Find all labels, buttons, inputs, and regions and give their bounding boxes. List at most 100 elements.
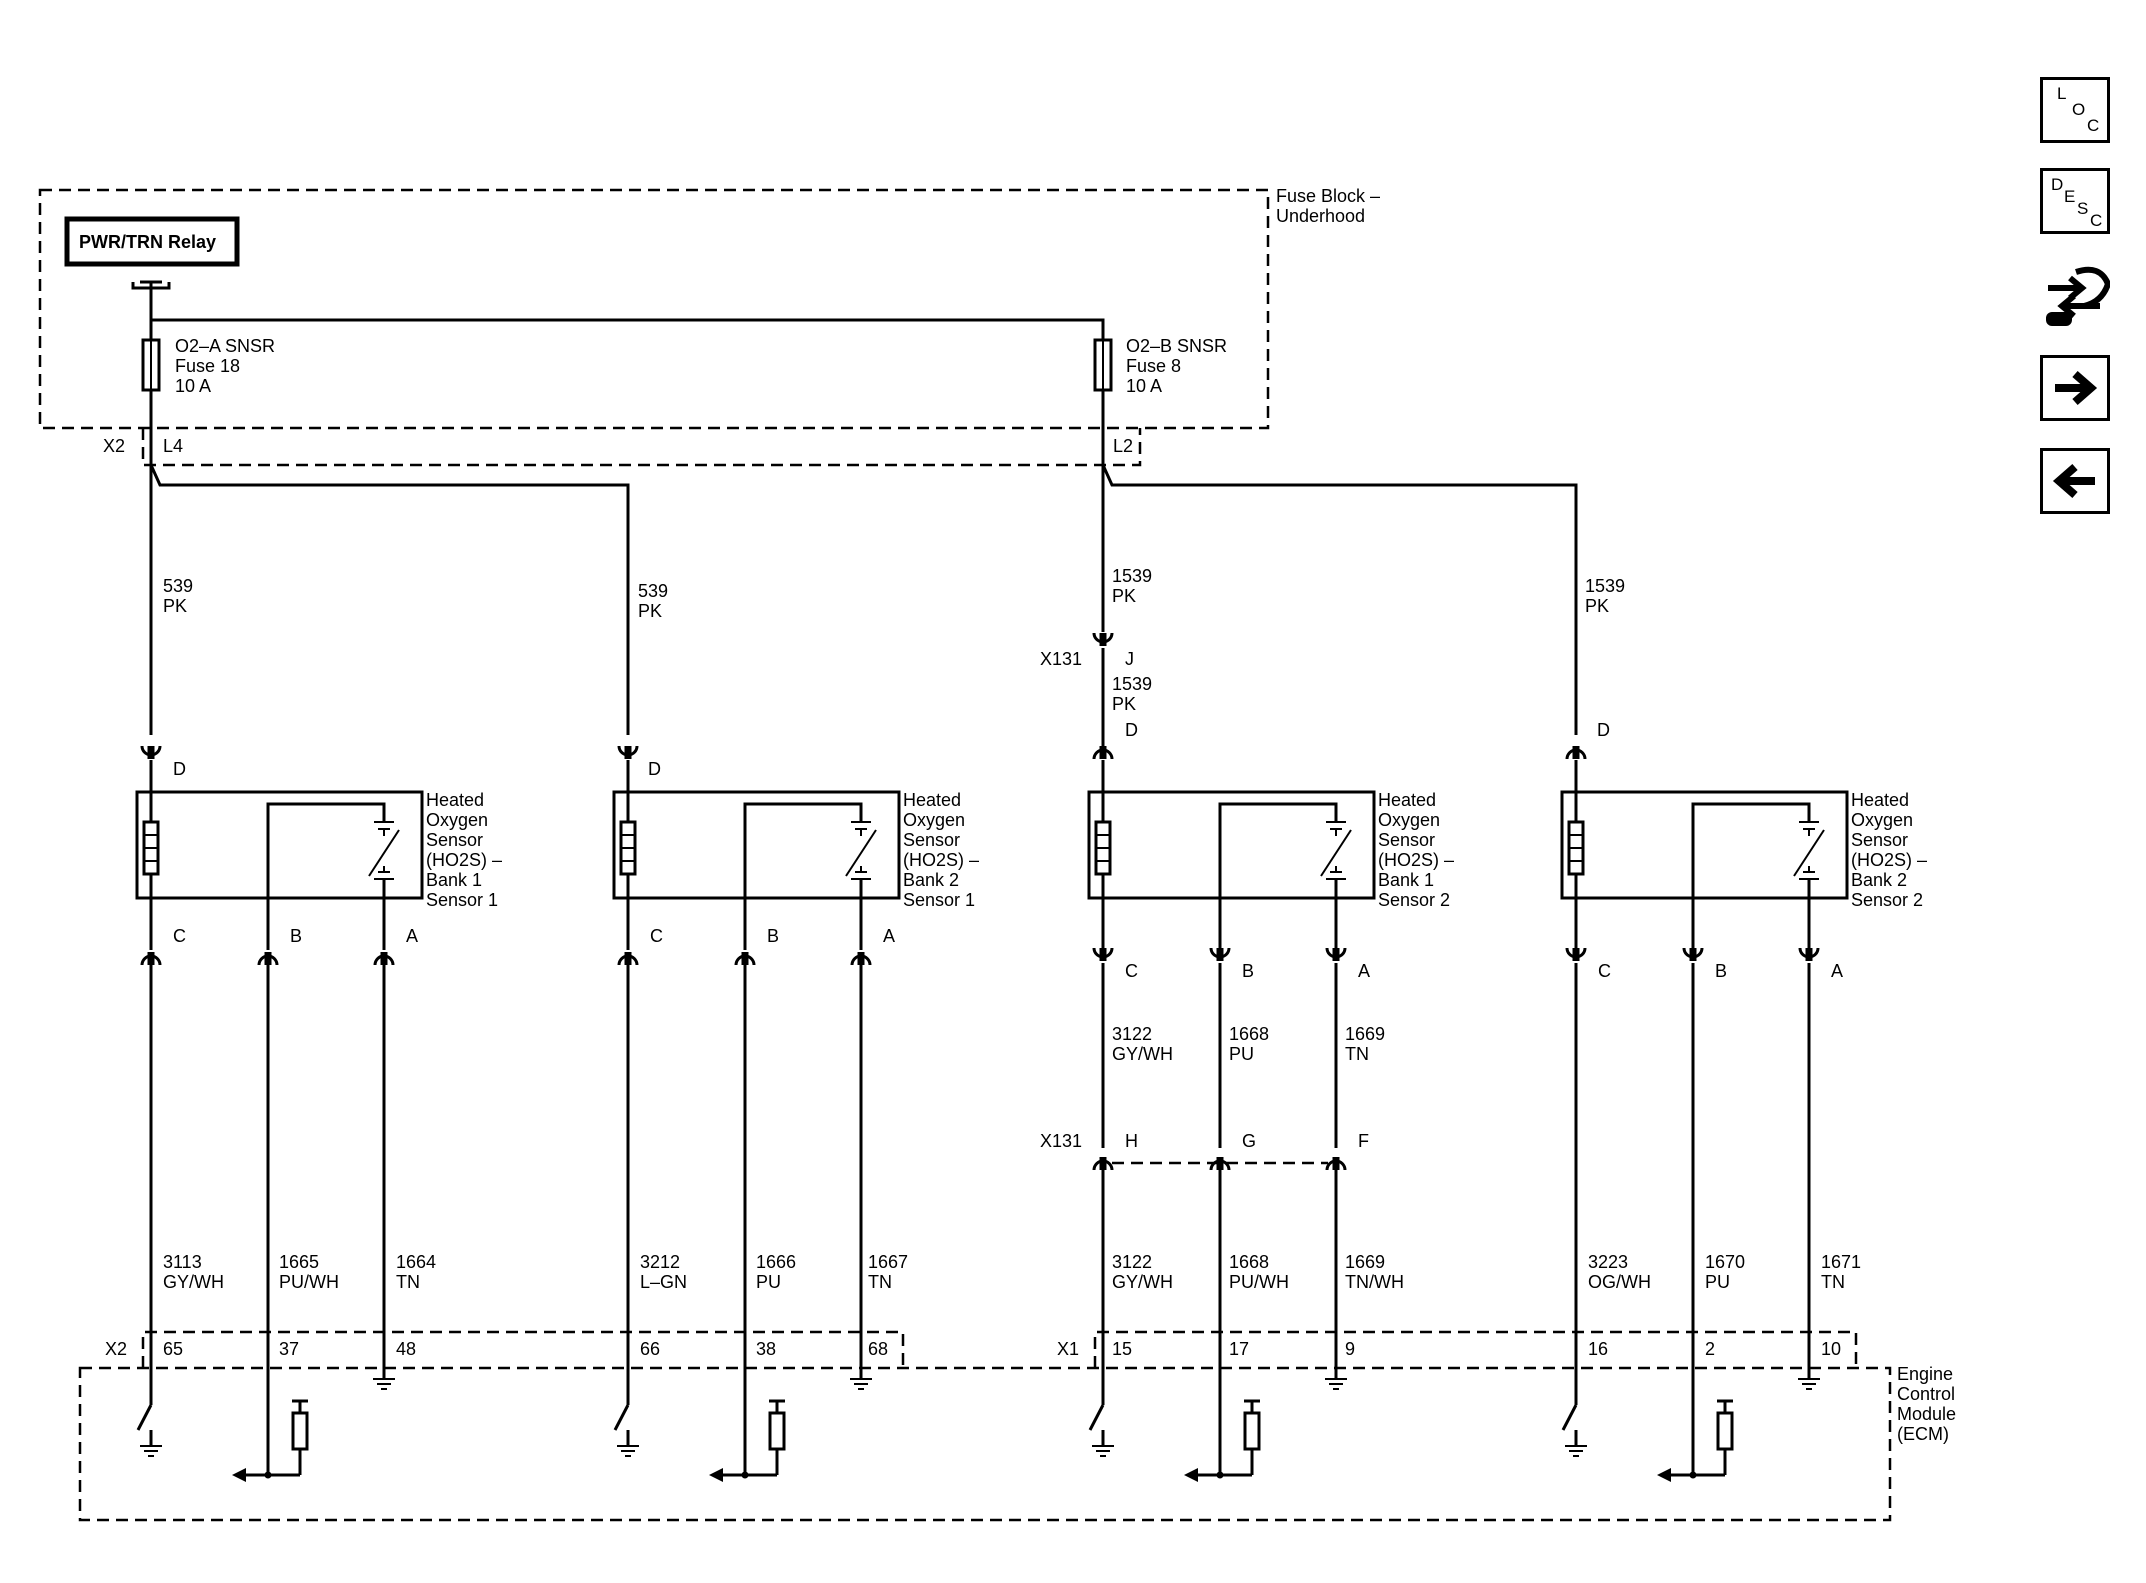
- wire-539-b-color: PK: [638, 601, 662, 621]
- svg-text:TN/WH: TN/WH: [1345, 1272, 1404, 1292]
- sensor3-pin-d: [1094, 746, 1112, 759]
- svg-text:Sensor 2: Sensor 2: [1851, 890, 1923, 910]
- svg-text:TN: TN: [1821, 1272, 1845, 1292]
- svg-text:65: 65: [163, 1339, 183, 1359]
- svg-text:1668: 1668: [1229, 1252, 1269, 1272]
- relay-box: [64, 216, 240, 267]
- fuse-pin-l2: L2: [1113, 436, 1133, 456]
- sensor1-d-label: D: [173, 759, 186, 779]
- svg-text:1664: 1664: [396, 1252, 436, 1272]
- fuse-connector-id: X2: [103, 436, 125, 456]
- ecm-outline: [78, 1366, 1892, 1522]
- fuse-a-name: O2–A SNSR: [175, 336, 275, 356]
- inline-x131-j: [1094, 633, 1112, 646]
- svg-text:Sensor: Sensor: [1378, 830, 1435, 850]
- svg-text:C: C: [650, 926, 663, 946]
- sensor1-label: Heated Oxygen Sensor (HO2S) – Bank 1 Sen…: [426, 790, 502, 910]
- svg-text:15: 15: [1112, 1339, 1132, 1359]
- svg-text:3113: 3113: [163, 1252, 202, 1272]
- svg-text:(ECM): (ECM): [1897, 1424, 1949, 1444]
- ecm-wires-group-1: [149, 963, 1811, 1463]
- svg-text:Bank 1: Bank 1: [1378, 870, 1434, 890]
- svg-text:Oxygen: Oxygen: [1851, 810, 1913, 830]
- wire-1539-b-circuit: 1539: [1112, 674, 1152, 694]
- ecm-connector-x2: [141, 1330, 905, 1368]
- loc-letter-o: O: [2072, 100, 2086, 119]
- svg-text:66: 66: [640, 1339, 660, 1359]
- svg-text:1665: 1665: [279, 1252, 319, 1272]
- mid-wire-1-circuit: 3122: [1112, 1024, 1152, 1044]
- svg-text:68: 68: [868, 1339, 888, 1359]
- svg-text:B: B: [767, 926, 779, 946]
- ecm-pin-numbers: 65 37 48 66 38 68 15 17 9 16 2 10: [163, 1339, 1841, 1359]
- svg-text:Heated: Heated: [903, 790, 961, 810]
- inline-bottom-id: X131: [1040, 1131, 1082, 1151]
- sensor4-d-label: D: [1597, 720, 1610, 740]
- svg-text:Sensor 1: Sensor 1: [426, 890, 498, 910]
- svg-text:C: C: [173, 926, 186, 946]
- svg-text:Bank 2: Bank 2: [903, 870, 959, 890]
- mid-wire-1-color: GY/WH: [1112, 1044, 1173, 1064]
- sensor4-pins: C B A: [1567, 898, 1843, 981]
- svg-text:(HO2S) –: (HO2S) –: [1378, 850, 1454, 870]
- svg-text:1670: 1670: [1705, 1252, 1745, 1272]
- wire-1539-c-color: PK: [1585, 596, 1609, 616]
- mid-wire-2-color: PU: [1229, 1044, 1254, 1064]
- mid-wire-2-circuit: 1668: [1229, 1024, 1269, 1044]
- svg-text:L–GN: L–GN: [640, 1272, 687, 1292]
- inline-top-id: X131: [1040, 649, 1082, 669]
- svg-text:38: 38: [756, 1339, 776, 1359]
- svg-text:17: 17: [1229, 1339, 1249, 1359]
- previous-page-button[interactable]: [2040, 448, 2110, 514]
- connector-icon: [2046, 266, 2110, 326]
- inline-pin-f: F: [1358, 1131, 1369, 1151]
- fuse-block-connector: [141, 428, 1142, 467]
- sensor2-pins: C B A: [619, 898, 895, 965]
- wire-1539-b-color: PK: [1112, 694, 1136, 714]
- svg-text:TN: TN: [396, 1272, 420, 1292]
- svg-text:A: A: [1358, 961, 1370, 981]
- wire-539-a-circuit: 539: [163, 576, 193, 596]
- svg-text:Module: Module: [1897, 1404, 1956, 1424]
- sensor2-label: Heated Oxygen Sensor (HO2S) – Bank 2 Sen…: [903, 790, 979, 910]
- loc-letter-c: C: [2087, 116, 2100, 135]
- fuse-block-label: Fuse Block –: [1276, 186, 1380, 206]
- description-button[interactable]: D E S C: [2040, 168, 2110, 234]
- desc-letter-d: D: [2051, 175, 2064, 194]
- svg-text:1671: 1671: [1821, 1252, 1861, 1272]
- desc-letter-e: E: [2064, 187, 2076, 206]
- mid-wire-3-color: TN: [1345, 1044, 1369, 1064]
- svg-text:Control: Control: [1897, 1384, 1955, 1404]
- sensor3-pins: C B A: [1094, 898, 1370, 981]
- sensor-bank1-sensor1: [135, 790, 424, 900]
- fuse-a-rating: 10 A: [175, 376, 211, 396]
- inline-pin-g: G: [1242, 1131, 1256, 1151]
- next-page-button[interactable]: [2040, 355, 2110, 421]
- svg-text:TN: TN: [868, 1272, 892, 1292]
- sensor4-label: Heated Oxygen Sensor (HO2S) – Bank 2 Sen…: [1851, 790, 1927, 910]
- sensor3-label: Heated Oxygen Sensor (HO2S) – Bank 1 Sen…: [1378, 790, 1454, 910]
- svg-text:(HO2S) –: (HO2S) –: [903, 850, 979, 870]
- ecm-connector-x1-label: X1: [1057, 1339, 1079, 1359]
- svg-text:C: C: [1598, 961, 1611, 981]
- svg-text:Oxygen: Oxygen: [1378, 810, 1440, 830]
- svg-text:2: 2: [1705, 1339, 1715, 1359]
- sensor1-pin-d: [142, 746, 160, 759]
- svg-text:A: A: [1831, 961, 1843, 981]
- location-button[interactable]: L O C: [2040, 77, 2110, 143]
- connector-view-button[interactable]: [2040, 258, 2110, 326]
- sensor3-d-label: D: [1125, 720, 1138, 740]
- svg-text:1669: 1669: [1345, 1252, 1385, 1272]
- svg-text:Heated: Heated: [1851, 790, 1909, 810]
- fuse-block-label-2: Underhood: [1276, 206, 1365, 226]
- svg-text:(HO2S) –: (HO2S) –: [1851, 850, 1927, 870]
- svg-text:A: A: [406, 926, 418, 946]
- svg-text:48: 48: [396, 1339, 416, 1359]
- svg-text:B: B: [1242, 961, 1254, 981]
- svg-text:Bank 2: Bank 2: [1851, 870, 1907, 890]
- svg-text:A: A: [883, 926, 895, 946]
- svg-text:3223: 3223: [1588, 1252, 1628, 1272]
- sensor-bank2-sensor2: [1560, 790, 1849, 900]
- fuse-b-name: O2–B SNSR: [1126, 336, 1227, 356]
